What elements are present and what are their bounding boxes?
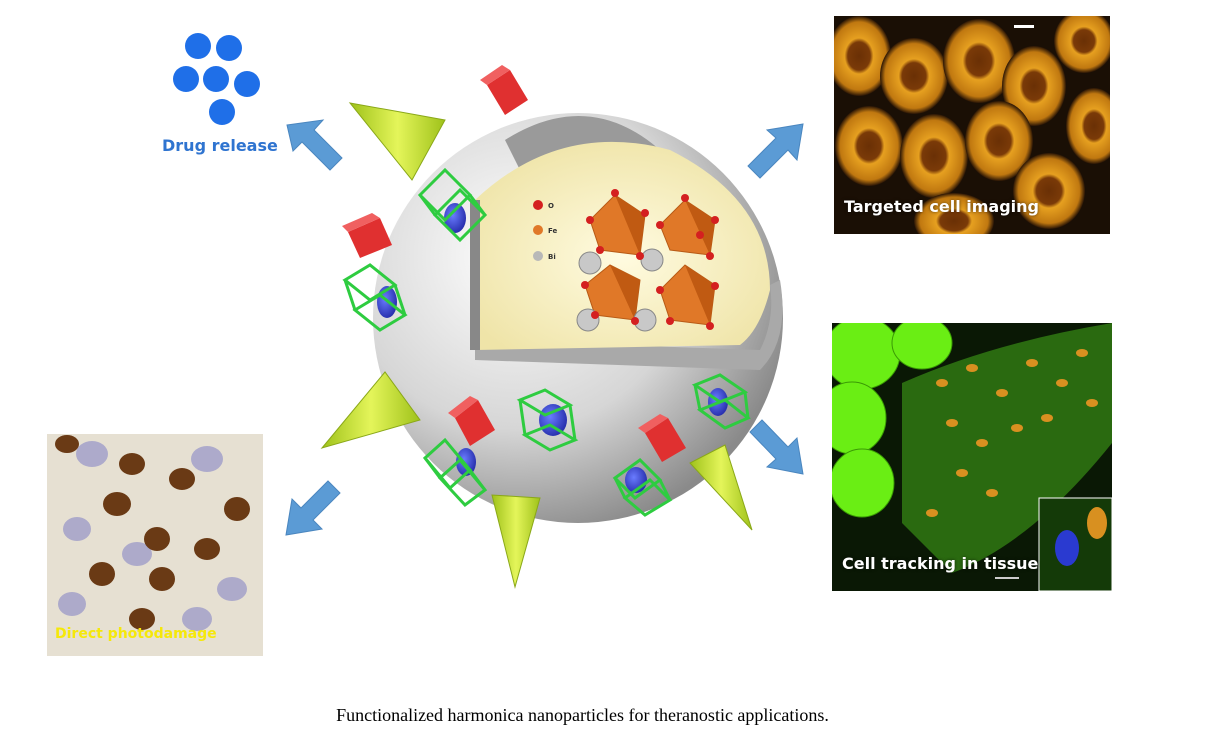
drug-release-label: Drug release bbox=[162, 136, 278, 155]
direct-photodamage-label: Direct photodamage bbox=[55, 626, 217, 642]
cube-icon bbox=[638, 414, 686, 462]
legend: O Fe Bi bbox=[533, 200, 557, 261]
crystal-structure bbox=[576, 189, 719, 332]
figure-caption: Functionalized harmonica nanoparticles f… bbox=[336, 705, 829, 725]
legend-bi: Bi bbox=[548, 253, 556, 261]
cage-icon bbox=[691, 373, 751, 430]
drug-dot bbox=[203, 66, 229, 92]
bi-atom bbox=[640, 248, 664, 272]
cage-icon bbox=[342, 263, 408, 332]
legend-o: O bbox=[548, 202, 554, 210]
legend-fe: Fe bbox=[548, 227, 557, 235]
targeting-cones bbox=[320, 102, 753, 589]
cell-imaging-micrograph bbox=[834, 16, 1110, 234]
green-cages bbox=[342, 167, 751, 517]
tissue-micrograph bbox=[832, 323, 1112, 591]
arrow-photodamage-icon bbox=[285, 480, 341, 536]
cell-tracking-panel: Cell tracking in tissue bbox=[832, 323, 1112, 591]
cage-icon bbox=[612, 458, 673, 517]
drug-dot bbox=[234, 71, 260, 97]
cone-icon bbox=[320, 371, 421, 449]
cage-icon bbox=[516, 388, 579, 452]
drug-dot bbox=[216, 35, 242, 61]
cone-icon bbox=[689, 444, 753, 531]
cone-icon bbox=[491, 494, 541, 589]
arrow-drug-release-icon bbox=[286, 119, 343, 171]
targeted-cell-imaging-label: Targeted cell imaging bbox=[844, 197, 1039, 216]
shell-cut-face bbox=[505, 116, 680, 200]
cube-icon bbox=[342, 213, 392, 258]
drug-dot bbox=[185, 33, 211, 59]
drug-molecules bbox=[173, 33, 260, 125]
cage-icon bbox=[422, 437, 488, 508]
drug-dot bbox=[209, 99, 235, 125]
photodamage-panel: Direct photodamage bbox=[47, 434, 263, 656]
photodamage-micrograph bbox=[47, 434, 263, 656]
arrow-tissue-icon bbox=[749, 419, 804, 475]
arrows bbox=[285, 119, 804, 536]
red-cubes bbox=[342, 65, 686, 462]
cube-icon bbox=[480, 65, 528, 115]
cage-icon bbox=[417, 167, 488, 243]
cell-tracking-label: Cell tracking in tissue bbox=[842, 554, 1039, 573]
drug-dot bbox=[173, 66, 199, 92]
cell-imaging-panel: Targeted cell imaging bbox=[834, 16, 1110, 234]
bi-atom bbox=[578, 251, 602, 275]
arrow-cell-imaging-icon bbox=[747, 123, 804, 179]
cone-icon bbox=[348, 102, 446, 181]
cube-icon bbox=[448, 396, 495, 446]
